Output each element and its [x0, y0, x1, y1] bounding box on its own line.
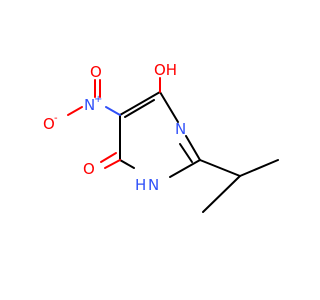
o-nitro-left-label: O [43, 115, 55, 133]
bond-c4-n3 [119, 159, 135, 169]
bond-ch-ch3-up [239, 159, 279, 177]
o-bottom-label: O [83, 160, 95, 178]
bond-c6-c5 [119, 91, 161, 116]
bond-nitro-o-left [67, 106, 83, 116]
bond-ch-ch3-down [202, 175, 241, 213]
n-ring-right-label: N [175, 120, 186, 138]
bond-n1-c2-double [179, 143, 193, 163]
molecule-structure: OH O N N H N + O - O [43, 61, 279, 213]
bond-c2-n3 [169, 159, 201, 178]
bond-n1-c2 [185, 135, 201, 161]
bond-c6-n1 [159, 91, 179, 123]
n-ring-bottom-label: N [148, 176, 159, 194]
bond-c5-nitro [105, 106, 121, 116]
n-nitro-charge: + [94, 94, 102, 105]
bond-c4-o [104, 159, 121, 169]
bond-c6-c5-double [124, 99, 155, 118]
h-ring-bottom-label: H [135, 176, 146, 194]
n-nitro-label: N [84, 96, 95, 114]
o-nitro-left-charge: - [54, 113, 58, 124]
oh-label: OH [154, 61, 177, 79]
bond-c2-ch [199, 159, 241, 177]
o-nitro-top-label: O [90, 63, 102, 81]
bond-c4-o-double [100, 152, 117, 163]
